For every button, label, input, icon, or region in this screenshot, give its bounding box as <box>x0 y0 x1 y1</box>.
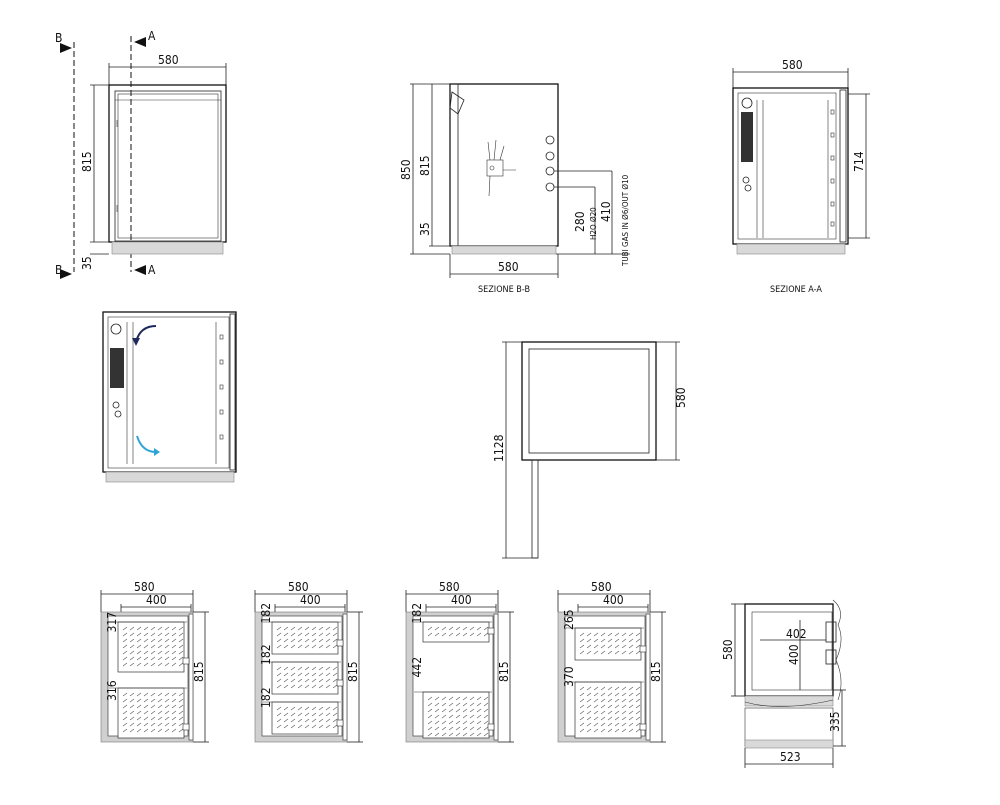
latch-icon <box>449 91 465 115</box>
section-a-bottom-arrow <box>134 265 146 275</box>
plan-swing-label: 1128 <box>492 434 506 462</box>
bb-gas-note: TUBI GAS IN Ø6/OUT Ø10 <box>620 174 630 267</box>
drawer-lower-label: 335 <box>828 711 842 732</box>
shelf-tray <box>574 627 642 661</box>
shelf-tray <box>271 661 339 695</box>
fan-icon-2 <box>110 323 122 335</box>
bb-height-total-label: 850 <box>399 159 413 180</box>
shelf-height-label: 316 <box>105 680 119 701</box>
shelf-height-label: 182 <box>259 644 273 665</box>
plan-view: 580 1128 <box>492 341 688 559</box>
shelf-layouts: 5804008153173165804008151821821825804008… <box>100 580 666 743</box>
pipe-icon-3 <box>545 166 555 176</box>
shelf-tray <box>574 681 642 739</box>
section-a-top-arrow <box>134 37 146 47</box>
bb-caption: SEZIONE B-B <box>478 285 530 295</box>
shelf-side-label: 815 <box>649 661 663 682</box>
shelf-tray <box>271 701 339 735</box>
section-a-bottom-label: A <box>148 263 156 277</box>
section-b-top-label: B <box>55 31 62 45</box>
bb-h2o-height-label: 280 <box>573 211 587 232</box>
shelf-side-label: 815 <box>192 661 206 682</box>
shelf-inner-label: 400 <box>603 593 624 607</box>
section-b-bottom-arrow <box>60 269 72 279</box>
shelf-width-label: 580 <box>439 580 460 594</box>
shelf-inner-label: 400 <box>451 593 472 607</box>
shelf-height-label: 182 <box>410 603 424 624</box>
aa-height-label: 714 <box>852 151 866 172</box>
drawer-view: 402 400 580 335 523 <box>721 599 846 768</box>
shelf-height-label: 182 <box>259 687 273 708</box>
fan-icon <box>741 97 753 109</box>
shelf-height-label: 317 <box>105 612 119 633</box>
pipe-icon-2 <box>545 151 555 161</box>
front-height-label: 815 <box>80 151 94 172</box>
bb-height-body-label: 815 <box>418 155 432 176</box>
control-panel-2 <box>110 348 124 388</box>
airflow-out-arrow-icon <box>136 435 157 453</box>
shelf-height-label: 265 <box>562 609 576 630</box>
shelf-inner-label: 400 <box>300 593 321 607</box>
aa-width-label: 580 <box>782 58 803 72</box>
section-b-b-view: 850 815 35 280 H2O Ø20 410 TUBI GAS IN Ø… <box>399 83 630 295</box>
aa-caption: SEZIONE A-A <box>770 285 822 295</box>
section-a-top-label: A <box>148 29 156 43</box>
bb-gas-height-label: 410 <box>599 201 613 222</box>
shelf-tray <box>422 621 490 643</box>
shelf-side-label: 815 <box>346 661 360 682</box>
shelf-width-label: 580 <box>288 580 309 594</box>
section-b-bottom-label: B <box>55 263 62 277</box>
shelf-height-label: 182 <box>259 603 273 624</box>
bb-depth-label: 580 <box>498 260 519 274</box>
pipe-icon-1 <box>545 135 555 145</box>
drawer-inner-height-label: 400 <box>787 644 801 665</box>
shelf-tray <box>422 691 490 739</box>
shelf-tray <box>271 621 339 655</box>
drawer-height-label: 580 <box>721 639 735 660</box>
drawer-inner-width-label: 402 <box>786 627 807 641</box>
front-width-label: 580 <box>158 53 179 67</box>
section-b-top-arrow <box>60 43 72 53</box>
shelf-width-label: 580 <box>591 580 612 594</box>
control-panel <box>741 112 753 162</box>
airflow-view <box>102 311 237 483</box>
plan-depth-label: 580 <box>674 387 688 408</box>
shelf-inner-label: 400 <box>146 593 167 607</box>
shelf-width-label: 580 <box>134 580 155 594</box>
bb-base-label: 35 <box>418 222 432 236</box>
front-base-label: 35 <box>80 256 94 270</box>
bb-h2o-note: H2O Ø20 <box>588 207 598 240</box>
shelf-height-label: 370 <box>562 666 576 687</box>
drawer-bottom-label: 523 <box>780 750 801 764</box>
front-view: B B A A 580 815 35 <box>55 29 227 279</box>
wiring-block-icon <box>486 139 516 197</box>
shelf-height-label: 442 <box>410 657 424 678</box>
pipe-icon-4 <box>545 182 555 192</box>
section-a-a-view: 580 714 SEZIONE A-A <box>732 58 870 295</box>
shelf-side-label: 815 <box>497 661 511 682</box>
door-swing <box>531 459 539 559</box>
